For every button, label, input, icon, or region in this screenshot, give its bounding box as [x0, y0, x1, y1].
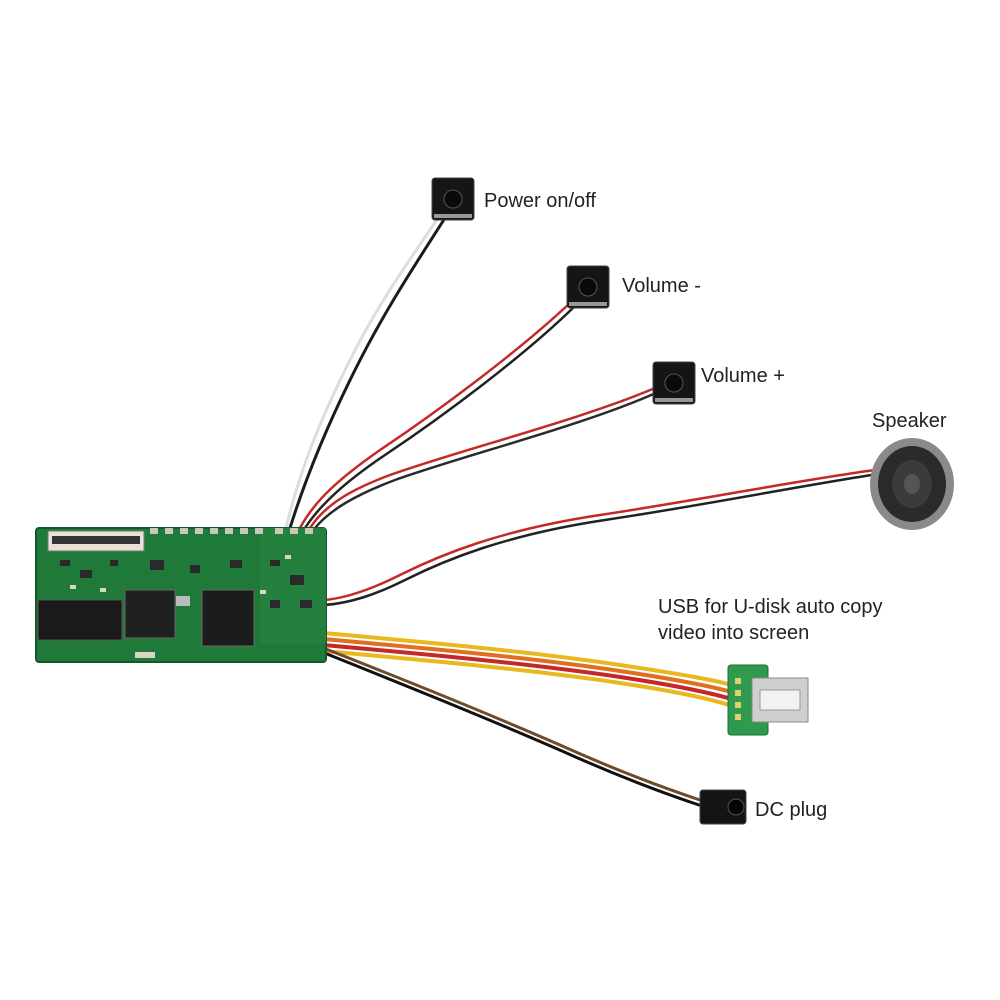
usb-label-line1: USB for U-disk auto copy: [658, 596, 883, 618]
dc-plug-label: DC plug: [755, 799, 828, 821]
pcb-board: [35, 527, 327, 663]
memory-chip: [37, 599, 123, 641]
speaker-wire: [323, 468, 880, 607]
power-switch-wire: [284, 213, 447, 530]
dc-plug-wire: [288, 633, 704, 808]
volume-plus-switch: [652, 361, 696, 405]
volume-plus-wire: [308, 386, 660, 530]
dc-jack: [699, 789, 747, 825]
volume-plus-label: Volume +: [701, 365, 785, 387]
usb-label: USB for U-disk auto copy video into scre…: [658, 594, 883, 646]
usb-adapter-board: [727, 664, 809, 736]
volume-minus-wire: [298, 301, 577, 530]
speaker-label: Speaker: [872, 410, 947, 432]
processor-chip: [124, 589, 176, 639]
usb-label-line2: video into screen: [658, 622, 810, 644]
speaker: [870, 438, 954, 530]
main-chip: [201, 589, 255, 647]
power-switch: [431, 177, 475, 221]
usb-ribbon-wire: [288, 628, 737, 709]
volume-minus-label: Volume -: [622, 275, 701, 297]
volume-minus-switch: [566, 265, 610, 309]
power-label: Power on/off: [484, 190, 596, 212]
